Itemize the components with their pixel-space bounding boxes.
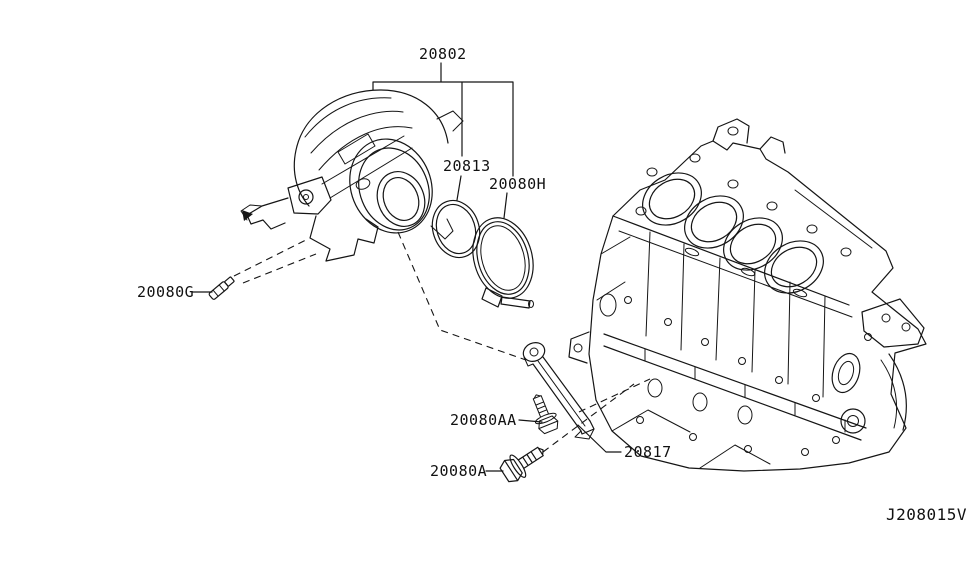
callout-stud: 20080G [137, 283, 194, 301]
stud-drawing [208, 276, 235, 300]
callout-gasket-ring: 20813 [443, 157, 491, 175]
gasket-ring-drawing [431, 199, 481, 259]
bracket-bolt-lower-drawing [499, 446, 544, 483]
callout-catalyst-assembly: 20802 [419, 45, 467, 63]
drawing-code: J208015V [886, 505, 967, 524]
callout-bracket: 20817 [624, 443, 672, 461]
callout-labels: 20802 20813 20080H 20080G 20080AA 20817 … [137, 45, 967, 524]
callout-bracket-bolt-lower: 20080A [430, 462, 487, 480]
bracket-bolt-upper-drawing [532, 394, 559, 435]
engine-block-drawing [568, 118, 927, 472]
callout-clamp: 20080H [489, 175, 546, 193]
catalytic-converter-drawing [240, 89, 464, 262]
callout-leader-lines [191, 62, 622, 472]
callout-bracket-bolt-upper: 20080AA [450, 411, 517, 429]
assembly-dash-lines [233, 231, 651, 453]
clamp-drawing [472, 217, 534, 309]
